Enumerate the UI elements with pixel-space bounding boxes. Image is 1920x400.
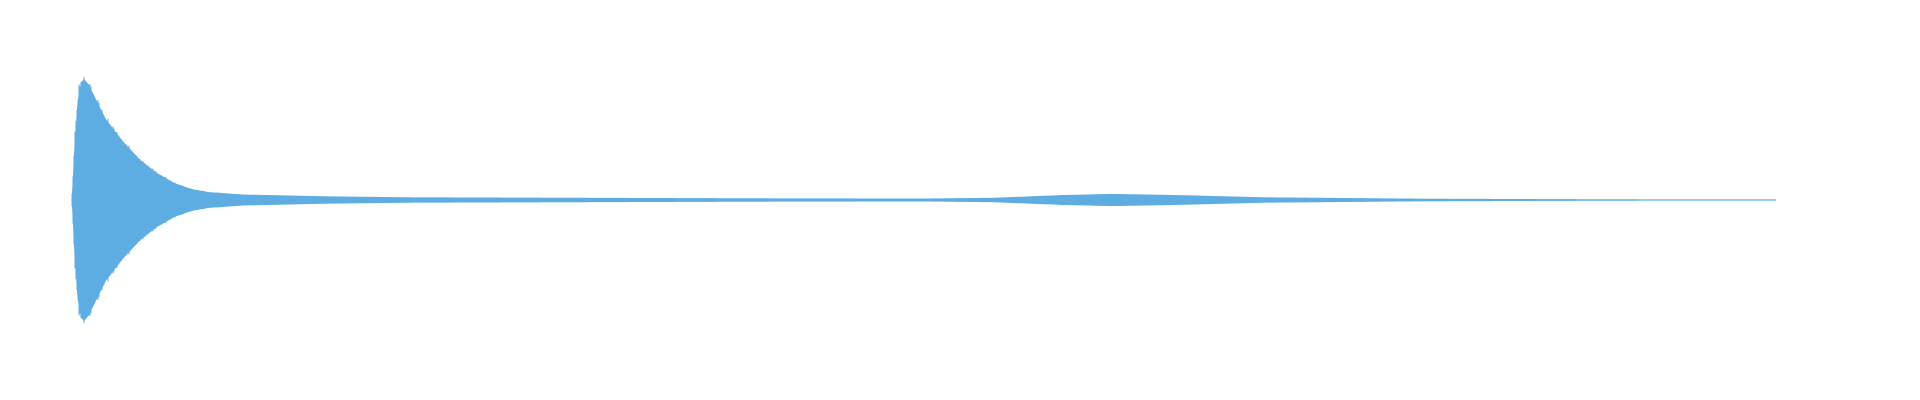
waveform-trace — [71, 77, 1776, 323]
